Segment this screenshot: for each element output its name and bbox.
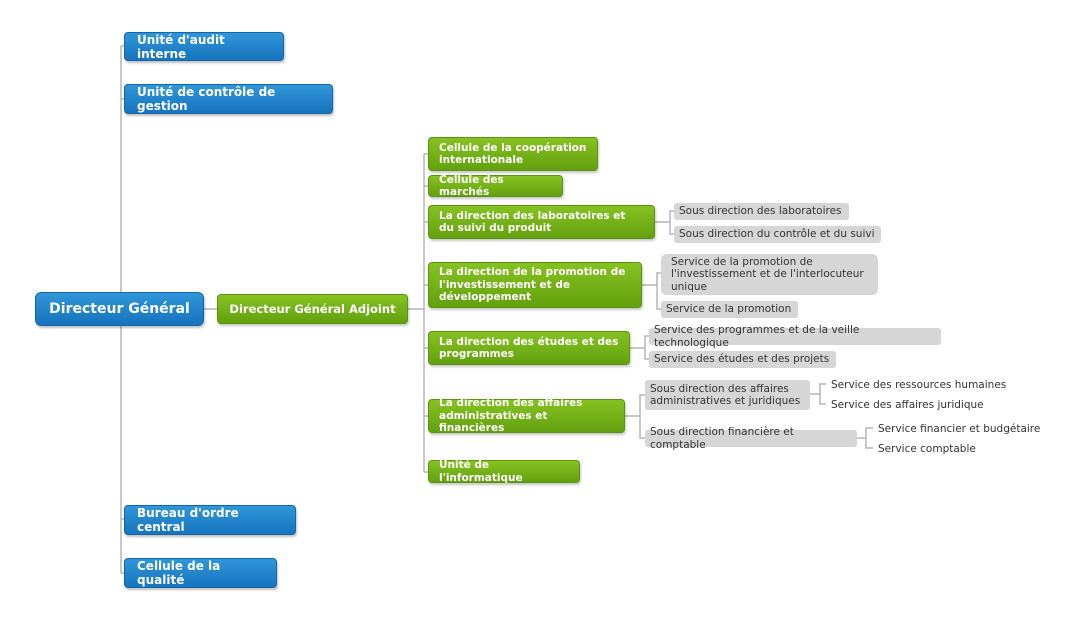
green-node-label: La direction de la promotion de l'invest… (439, 266, 626, 304)
connector (625, 394, 645, 439)
root-node-directeur-general[interactable]: Directeur Général (35, 292, 204, 326)
unit-bureau-ordre-central[interactable]: Bureau d'ordre central (124, 505, 296, 535)
leaf-label: Service des ressources humaines (831, 378, 1007, 391)
gray-node-service-programmes[interactable]: Service des programmes et de la veille t… (649, 324, 941, 349)
gray-node-label: Sous direction des affaires administrati… (650, 382, 801, 408)
green-node-laboratoires[interactable]: La direction des laboratoires et du suiv… (428, 205, 655, 239)
deputy-label: Directeur Général Adjoint (229, 301, 396, 316)
green-node-informatique[interactable]: Unité de l'informatique (428, 459, 580, 484)
leaf-label: Service comptable (878, 442, 976, 455)
gray-node-label: Sous direction des laboratoires (679, 205, 842, 218)
root-label: Directeur Général (49, 301, 190, 317)
gray-node-label: Sous direction du contrôle et du suivi (679, 228, 875, 241)
connector (857, 427, 873, 449)
unit-cellule-qualite[interactable]: Cellule de la qualité (124, 558, 277, 588)
leaf-ressources-humaines[interactable]: Service des ressources humaines (831, 377, 1006, 392)
unit-audit-interne[interactable]: Unité d'audit interne (124, 32, 284, 61)
connector (655, 210, 674, 235)
green-node-marches[interactable]: Cellule des marchés (428, 173, 563, 199)
gray-node-label: Service des programmes et de la veille t… (654, 324, 860, 349)
gray-node-label: Sous direction financière et comptable (650, 426, 794, 451)
unit-label: Unité de contrôle de gestion (137, 85, 276, 113)
unit-controle-gestion[interactable]: Unité de contrôle de gestion (124, 84, 333, 114)
leaf-label: Service des affaires juridique (831, 398, 984, 411)
green-node-promotion[interactable]: La direction de la promotion de l'invest… (428, 262, 642, 308)
gray-node-label: Service de la promotion de l'investissem… (671, 255, 864, 293)
gray-node-sous-direction-laboratoires[interactable]: Sous direction des laboratoires (674, 203, 849, 220)
green-node-label: Unité de l'informatique (439, 459, 523, 484)
leaf-financier-budgetaire[interactable]: Service financier et budgétaire (878, 421, 1040, 436)
gray-node-service-promotion-investissement[interactable]: Service de la promotion de l'investissem… (661, 254, 878, 295)
leaf-label: Service financier et budgétaire (878, 422, 1041, 435)
connector (642, 272, 661, 310)
green-node-etudes[interactable]: La direction des études et des programme… (428, 331, 630, 365)
deputy-node[interactable]: Directeur Général Adjoint (217, 294, 408, 324)
connector (810, 383, 826, 405)
green-node-affaires[interactable]: La direction des affaires administrative… (428, 397, 625, 435)
connector (630, 335, 649, 360)
gray-node-financiere-comptable[interactable]: Sous direction financière et comptable (645, 426, 857, 451)
leaf-affaires-juridique[interactable]: Service des affaires juridique (831, 397, 984, 412)
unit-label: Cellule de la qualité (137, 559, 221, 587)
green-node-label: La direction des laboratoires et du suiv… (439, 209, 626, 235)
green-node-label: La direction des affaires administrative… (439, 397, 583, 435)
unit-label: Unité d'audit interne (137, 32, 225, 61)
green-node-label: La direction des études et des programme… (439, 335, 619, 361)
gray-node-service-etudes-projets[interactable]: Service des études et des projets (649, 351, 836, 368)
gray-node-service-promotion[interactable]: Service de la promotion (661, 301, 798, 318)
gray-node-label: Service des études et des projets (654, 353, 830, 366)
green-node-cooperation[interactable]: Cellule de la coopération internationale (428, 137, 598, 171)
leaf-comptable[interactable]: Service comptable (878, 441, 976, 456)
gray-node-controle-suivi[interactable]: Sous direction du contrôle et du suivi (674, 226, 881, 243)
gray-node-label: Service de la promotion (666, 303, 792, 316)
green-node-label: Cellule de la coopération internationale (439, 141, 587, 167)
unit-label: Bureau d'ordre central (137, 506, 239, 534)
gray-node-affaires-administratives[interactable]: Sous direction des affaires administrati… (645, 380, 810, 410)
green-node-label: Cellule des marchés (439, 173, 504, 199)
